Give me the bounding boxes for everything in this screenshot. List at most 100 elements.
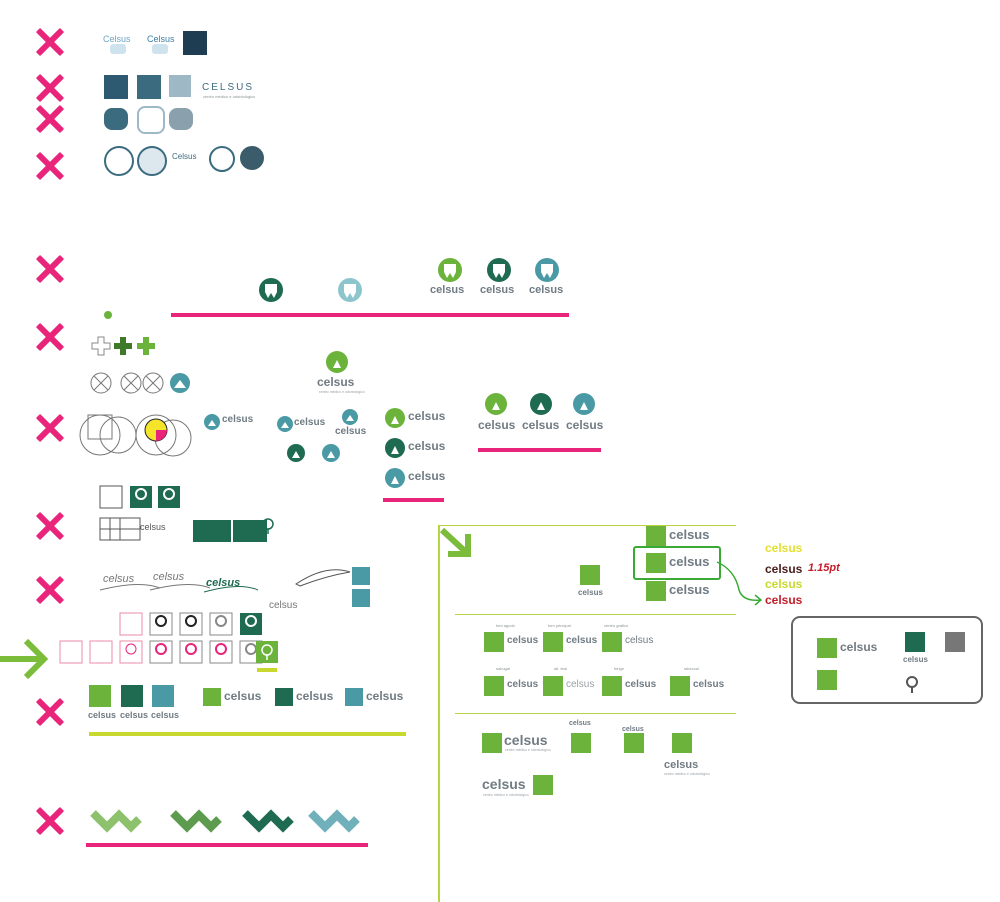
wordmark: celsus bbox=[478, 418, 516, 432]
wordmark: celsus bbox=[430, 284, 465, 296]
divider-bar bbox=[383, 498, 444, 502]
wordmark: celsus bbox=[522, 418, 560, 432]
tagline: centro médico e odontológico bbox=[505, 748, 551, 752]
wordmark: celsus bbox=[294, 417, 326, 428]
wordmark: celsus bbox=[206, 577, 241, 589]
tagline: centro médico e odontológico bbox=[319, 390, 365, 394]
variant-label: fuhge bbox=[614, 666, 625, 671]
swoosh bbox=[99, 584, 259, 593]
x-mark-icon bbox=[35, 254, 65, 284]
x-mark-icon bbox=[35, 27, 65, 57]
wordmark: celsus bbox=[903, 655, 928, 664]
variant-label: tom principal bbox=[548, 623, 571, 628]
x-mark-icon bbox=[35, 697, 65, 727]
x-mark-icon bbox=[35, 322, 65, 352]
connector-arrow bbox=[716, 561, 763, 606]
divider-bar bbox=[257, 668, 277, 672]
note-label: celsus bbox=[765, 593, 803, 607]
wordmark: celsus bbox=[507, 679, 539, 690]
wordmark: celsus bbox=[408, 409, 446, 423]
wordmark: celsus bbox=[669, 527, 710, 542]
tooth-icon bbox=[204, 414, 220, 430]
tooth-icon bbox=[152, 44, 168, 54]
tree-icon bbox=[262, 518, 274, 534]
wordmark: Celsus bbox=[147, 34, 175, 44]
tooth-icon bbox=[338, 278, 362, 302]
wordmark: celsus bbox=[566, 635, 598, 646]
wordmark: celsus bbox=[224, 689, 262, 703]
tooth-icon bbox=[287, 444, 305, 462]
divider-bar bbox=[89, 732, 406, 736]
wordmark: celsus bbox=[408, 469, 446, 483]
tooth-icon bbox=[342, 409, 358, 425]
tree-icon bbox=[261, 644, 273, 660]
x-mark-icon bbox=[35, 575, 65, 605]
cross-icon bbox=[137, 337, 155, 355]
note-label: celsus bbox=[765, 562, 803, 576]
wordmark: celsus bbox=[625, 635, 654, 646]
tooth-icon bbox=[530, 393, 552, 415]
wordmark: celsus bbox=[566, 418, 604, 432]
tooth-icon bbox=[487, 258, 511, 282]
wordmark: celsus bbox=[88, 710, 117, 720]
x-mark-icon bbox=[35, 151, 65, 181]
wordmark: celsus bbox=[222, 414, 254, 425]
variant-label: sabugal bbox=[496, 666, 511, 671]
logo-tile bbox=[183, 31, 207, 55]
tree-pictogram-grid bbox=[59, 612, 263, 664]
wordmark: celsus bbox=[103, 573, 135, 585]
wordmark: celsus bbox=[664, 759, 699, 771]
tagline: centro médico e odontológico bbox=[203, 94, 256, 99]
tooth-icon bbox=[110, 44, 126, 54]
tree-grid-sketch bbox=[99, 485, 180, 541]
x-mark-icon bbox=[35, 511, 65, 541]
tooth-icon bbox=[322, 444, 340, 462]
panel-divider bbox=[455, 614, 736, 615]
wordmark: celsus bbox=[507, 635, 539, 646]
swoosh bbox=[295, 569, 351, 587]
x-mark-icon bbox=[35, 104, 65, 134]
tagline: centro médico e odontológico bbox=[664, 772, 710, 776]
divider-bar bbox=[171, 313, 569, 317]
note-label: celsus bbox=[765, 577, 803, 591]
wordmark: celsus bbox=[622, 726, 644, 733]
wordmark: celsus bbox=[317, 375, 355, 389]
wordmark: celsus bbox=[669, 582, 710, 597]
tagline: centro médico e odontológico bbox=[483, 793, 529, 797]
variant-label: alt. teal bbox=[554, 666, 567, 671]
x-mark-icon bbox=[35, 413, 65, 443]
annotation: 1.15pt bbox=[808, 562, 840, 574]
wordmark: Celsus bbox=[172, 152, 197, 161]
divider-bar bbox=[86, 843, 368, 847]
wordmark: celsus bbox=[566, 679, 595, 690]
tooth-icon bbox=[535, 258, 559, 282]
panel-border bbox=[438, 525, 440, 902]
wordmark: celsus bbox=[504, 732, 548, 748]
wordmark: celsus bbox=[120, 710, 149, 720]
circle-sketch bbox=[90, 372, 190, 394]
wordmark: celsus bbox=[625, 679, 657, 690]
x-mark-icon bbox=[35, 73, 65, 103]
x-mark-icon bbox=[35, 806, 65, 836]
tooth-icon bbox=[104, 311, 112, 319]
wordmark: celsus bbox=[153, 571, 185, 583]
tooth-icon bbox=[385, 408, 405, 428]
variant-label: centro grafico bbox=[604, 623, 629, 628]
construction-sketch bbox=[79, 414, 192, 457]
cross-icon bbox=[114, 337, 132, 355]
tooth-icon bbox=[573, 393, 595, 415]
wordmark: celsus bbox=[669, 554, 710, 569]
wordmark: celsus bbox=[482, 776, 526, 792]
variant-label: iaheccal bbox=[684, 666, 699, 671]
note-label: celsus bbox=[765, 541, 803, 555]
arrow-right-icon bbox=[0, 638, 49, 680]
wordmark: celsus bbox=[296, 689, 334, 703]
tooth-icon bbox=[385, 438, 405, 458]
wordmark: Celsus bbox=[103, 34, 131, 44]
tooth-icon bbox=[385, 468, 405, 488]
wordmark: celsus bbox=[693, 679, 725, 690]
panel-divider bbox=[455, 713, 736, 714]
arrow-down-right-icon bbox=[439, 527, 471, 557]
wordmark: celsus bbox=[480, 284, 515, 296]
wordmark: celsus bbox=[269, 600, 298, 611]
